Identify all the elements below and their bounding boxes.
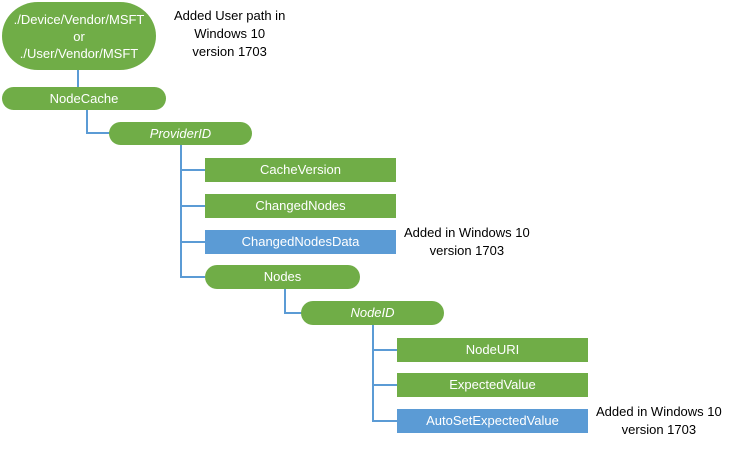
connector-nodes-nodeid-h xyxy=(284,312,302,314)
root-node[interactable]: ./Device/Vendor/MSFT or ./User/Vendor/MS… xyxy=(2,2,156,70)
connector-providerid-children xyxy=(180,145,182,278)
connector-to-cacheversion xyxy=(180,169,205,171)
connector-to-changednodesdata xyxy=(180,241,205,243)
connector-to-autosetexpectedvalue xyxy=(372,420,397,422)
node-changednodes[interactable]: ChangedNodes xyxy=(205,194,396,218)
connector-nodes-nodeid xyxy=(284,288,286,314)
node-cacheversion[interactable]: CacheVersion xyxy=(205,158,396,182)
connector-nodecache-providerid xyxy=(86,109,88,134)
node-changednodesdata[interactable]: ChangedNodesData xyxy=(205,230,396,254)
changednodesdata-note: Added in Windows 10 version 1703 xyxy=(404,225,530,258)
connector-root-nodecache xyxy=(77,70,79,88)
node-providerid[interactable]: ProviderID xyxy=(109,122,252,145)
node-nodes[interactable]: Nodes xyxy=(205,265,360,289)
autosetexpectedvalue-note: Added in Windows 10 version 1703 xyxy=(596,404,722,437)
root-path-user: ./User/Vendor/MSFT xyxy=(19,45,139,61)
connector-to-expectedvalue xyxy=(372,384,397,386)
node-autosetexpectedvalue[interactable]: AutoSetExpectedValue xyxy=(397,409,588,433)
connector-to-nodeuri xyxy=(372,349,397,351)
node-nodecache[interactable]: NodeCache xyxy=(2,87,166,110)
connector-to-changednodes xyxy=(180,205,205,207)
connector-nodecache-providerid-h xyxy=(86,132,110,134)
node-nodeid[interactable]: NodeID xyxy=(301,301,444,325)
node-expectedvalue[interactable]: ExpectedValue xyxy=(397,373,588,397)
node-nodeuri[interactable]: NodeURI xyxy=(397,338,588,362)
root-path-device: ./Device/Vendor/MSFT xyxy=(13,11,145,27)
root-note: Added User path in Windows 10 version 17… xyxy=(174,8,286,59)
root-path-or: or xyxy=(73,28,85,44)
connector-to-nodes xyxy=(180,276,205,278)
connector-nodeid-children xyxy=(372,324,374,422)
